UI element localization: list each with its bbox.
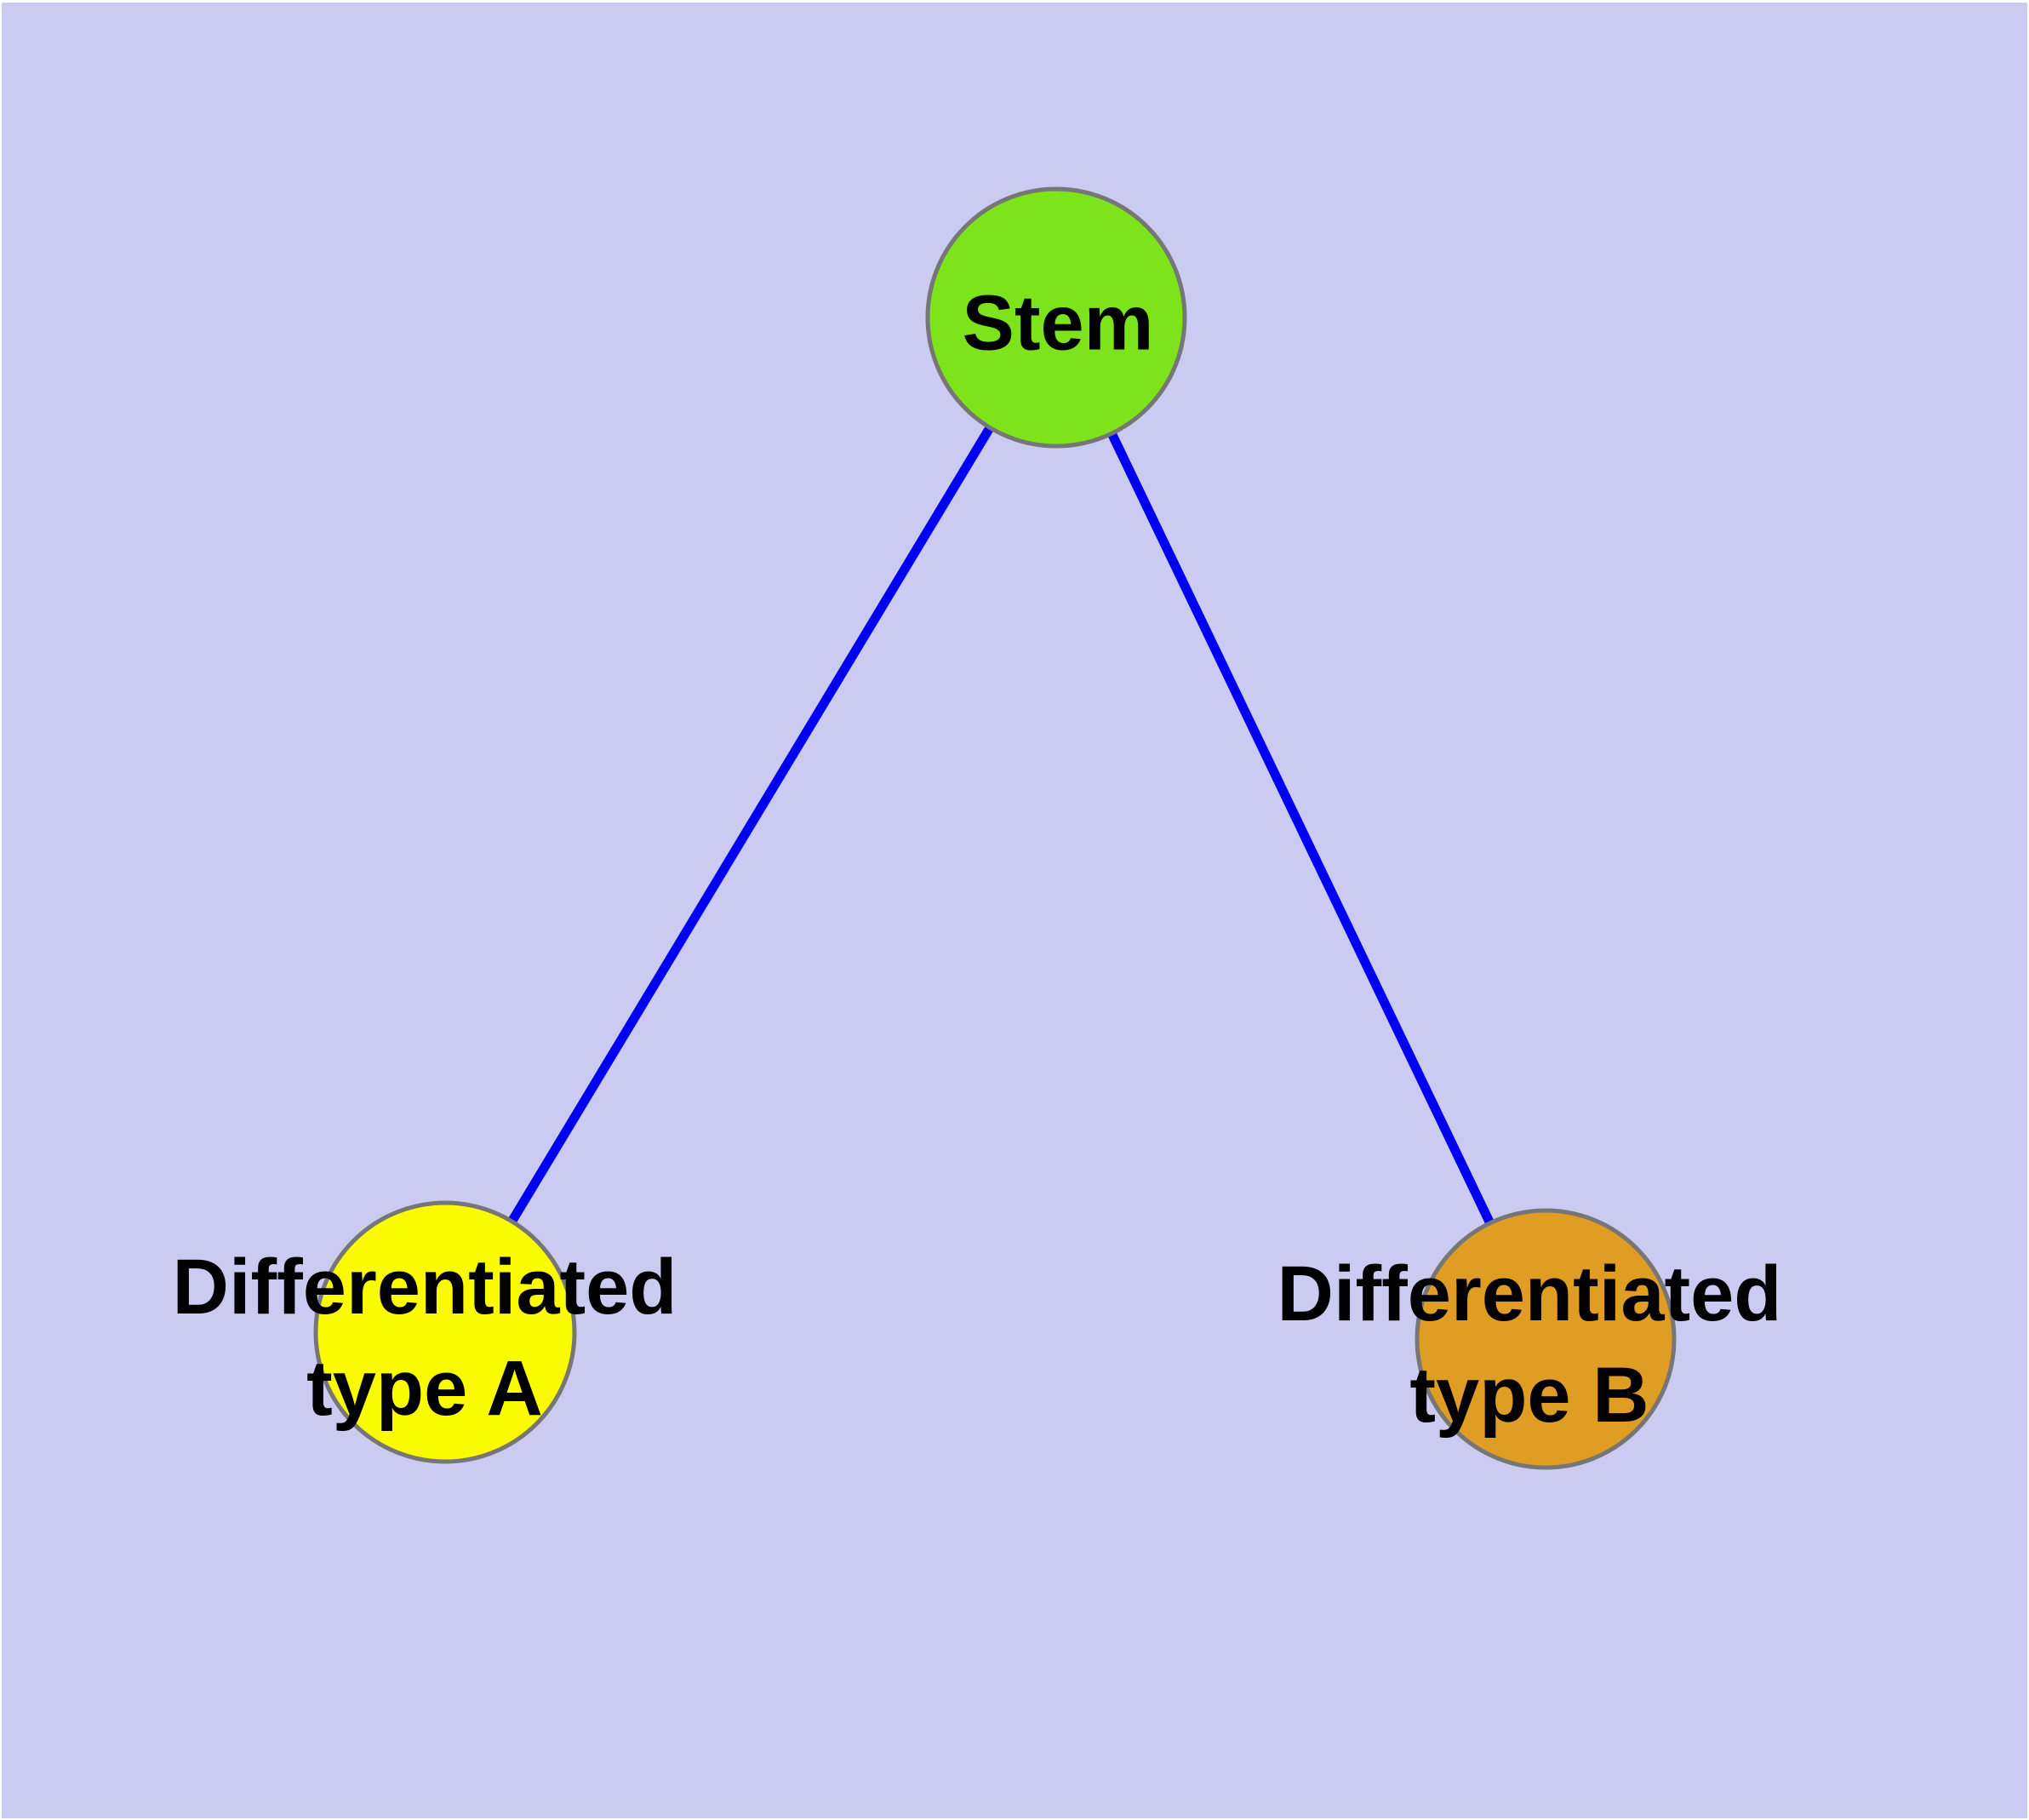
node-label-differentiated-type-b: Differentiated type B [1277,1251,1782,1439]
node-label-stem: Stem [962,279,1154,367]
node-label-differentiated-type-a: Differentiated type A [172,1244,677,1432]
node-stem [925,186,1187,449]
edge-stem-to-type-a [441,315,1060,1335]
edge-stem-to-type-b [1052,315,1550,1342]
node-differentiated-type-b [1415,1208,1677,1470]
node-differentiated-type-a [313,1200,577,1464]
